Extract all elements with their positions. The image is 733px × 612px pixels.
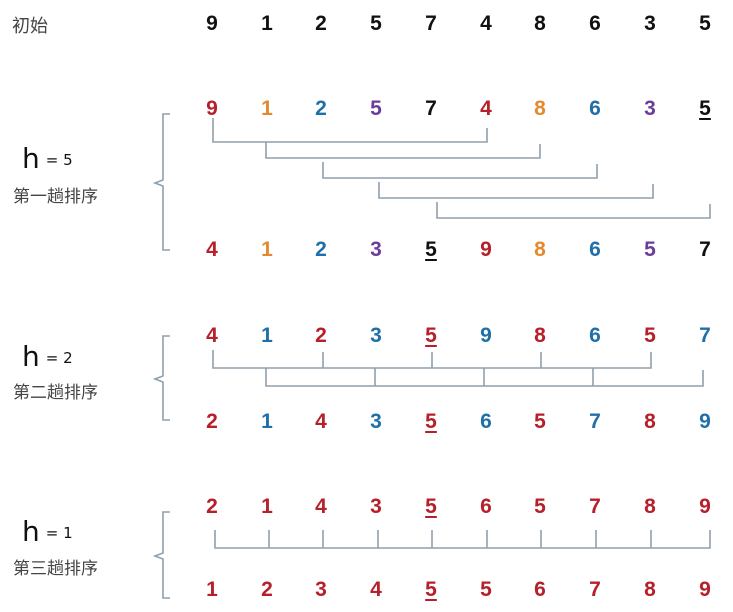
before-value: 5 bbox=[699, 97, 711, 120]
after-value: 4 bbox=[206, 238, 218, 261]
before-value: 7 bbox=[699, 324, 711, 347]
after-value: 8 bbox=[644, 410, 656, 433]
pass-label: 第二趟排序 bbox=[13, 383, 98, 403]
initial-label: 初始 bbox=[12, 16, 48, 36]
after-value: 2 bbox=[315, 238, 327, 261]
after-value: 3 bbox=[370, 238, 382, 261]
after-value: 6 bbox=[589, 238, 601, 261]
h-value: = 5 bbox=[45, 151, 73, 169]
initial-value: 1 bbox=[261, 12, 273, 35]
before-value: 1 bbox=[261, 495, 273, 518]
gap-label: h = 2 bbox=[22, 340, 73, 373]
h-symbol: h bbox=[22, 142, 40, 175]
before-value: 5 bbox=[534, 495, 546, 518]
after-value: 5 bbox=[480, 578, 492, 601]
after-value: 8 bbox=[644, 578, 656, 601]
pass1-brace bbox=[152, 113, 170, 251]
before-value: 8 bbox=[534, 97, 546, 120]
before-value: 5 bbox=[425, 324, 437, 347]
pass-label: 第一趟排序 bbox=[13, 187, 98, 207]
after-value: 9 bbox=[699, 410, 711, 433]
gap-label: h = 1 bbox=[22, 515, 73, 548]
h-value: = 1 bbox=[45, 524, 73, 542]
after-value: 7 bbox=[589, 410, 601, 433]
h-symbol: h bbox=[22, 340, 40, 373]
after-value: 1 bbox=[206, 578, 218, 601]
after-value: 9 bbox=[699, 578, 711, 601]
after-value: 5 bbox=[644, 238, 656, 261]
initial-value: 5 bbox=[699, 12, 711, 35]
before-value: 8 bbox=[534, 324, 546, 347]
before-value: 2 bbox=[315, 97, 327, 120]
before-value: 5 bbox=[370, 97, 382, 120]
before-value: 9 bbox=[699, 495, 711, 518]
initial-value: 9 bbox=[206, 12, 218, 35]
h-symbol: h bbox=[22, 515, 40, 548]
after-value: 9 bbox=[480, 238, 492, 261]
after-value: 4 bbox=[370, 578, 382, 601]
before-value: 6 bbox=[589, 324, 601, 347]
initial-value: 3 bbox=[644, 12, 656, 35]
after-value: 3 bbox=[315, 578, 327, 601]
after-value: 5 bbox=[425, 578, 437, 601]
h-value: = 2 bbox=[45, 349, 73, 367]
before-value: 3 bbox=[370, 495, 382, 518]
before-value: 6 bbox=[480, 495, 492, 518]
before-value: 3 bbox=[370, 324, 382, 347]
after-value: 5 bbox=[425, 410, 437, 433]
after-value: 1 bbox=[261, 238, 273, 261]
before-value: 1 bbox=[261, 97, 273, 120]
before-value: 2 bbox=[315, 324, 327, 347]
pass-label: 第三趟排序 bbox=[13, 559, 98, 579]
after-value: 7 bbox=[589, 578, 601, 601]
before-value: 7 bbox=[425, 97, 437, 120]
initial-value: 2 bbox=[315, 12, 327, 35]
before-value: 6 bbox=[589, 97, 601, 120]
after-value: 3 bbox=[370, 410, 382, 433]
initial-value: 7 bbox=[425, 12, 437, 35]
initial-value: 4 bbox=[480, 12, 492, 35]
before-value: 3 bbox=[644, 97, 656, 120]
after-value: 2 bbox=[206, 410, 218, 433]
gap-label: h = 5 bbox=[22, 142, 73, 175]
after-value: 6 bbox=[480, 410, 492, 433]
after-value: 1 bbox=[261, 410, 273, 433]
before-value: 9 bbox=[480, 324, 492, 347]
before-value: 9 bbox=[206, 97, 218, 120]
initial-value: 6 bbox=[589, 12, 601, 35]
before-value: 4 bbox=[206, 324, 218, 347]
after-value: 5 bbox=[534, 410, 546, 433]
before-value: 1 bbox=[261, 324, 273, 347]
initial-value: 8 bbox=[534, 12, 546, 35]
after-value: 7 bbox=[699, 238, 711, 261]
before-value: 4 bbox=[480, 97, 492, 120]
before-value: 7 bbox=[589, 495, 601, 518]
before-value: 4 bbox=[315, 495, 327, 518]
before-value: 5 bbox=[425, 495, 437, 518]
before-value: 8 bbox=[644, 495, 656, 518]
after-value: 4 bbox=[315, 410, 327, 433]
after-value: 5 bbox=[425, 238, 437, 261]
after-value: 8 bbox=[534, 238, 546, 261]
after-value: 6 bbox=[534, 578, 546, 601]
initial-value: 5 bbox=[370, 12, 382, 35]
after-value: 2 bbox=[261, 578, 273, 601]
before-value: 5 bbox=[644, 324, 656, 347]
before-value: 2 bbox=[206, 495, 218, 518]
